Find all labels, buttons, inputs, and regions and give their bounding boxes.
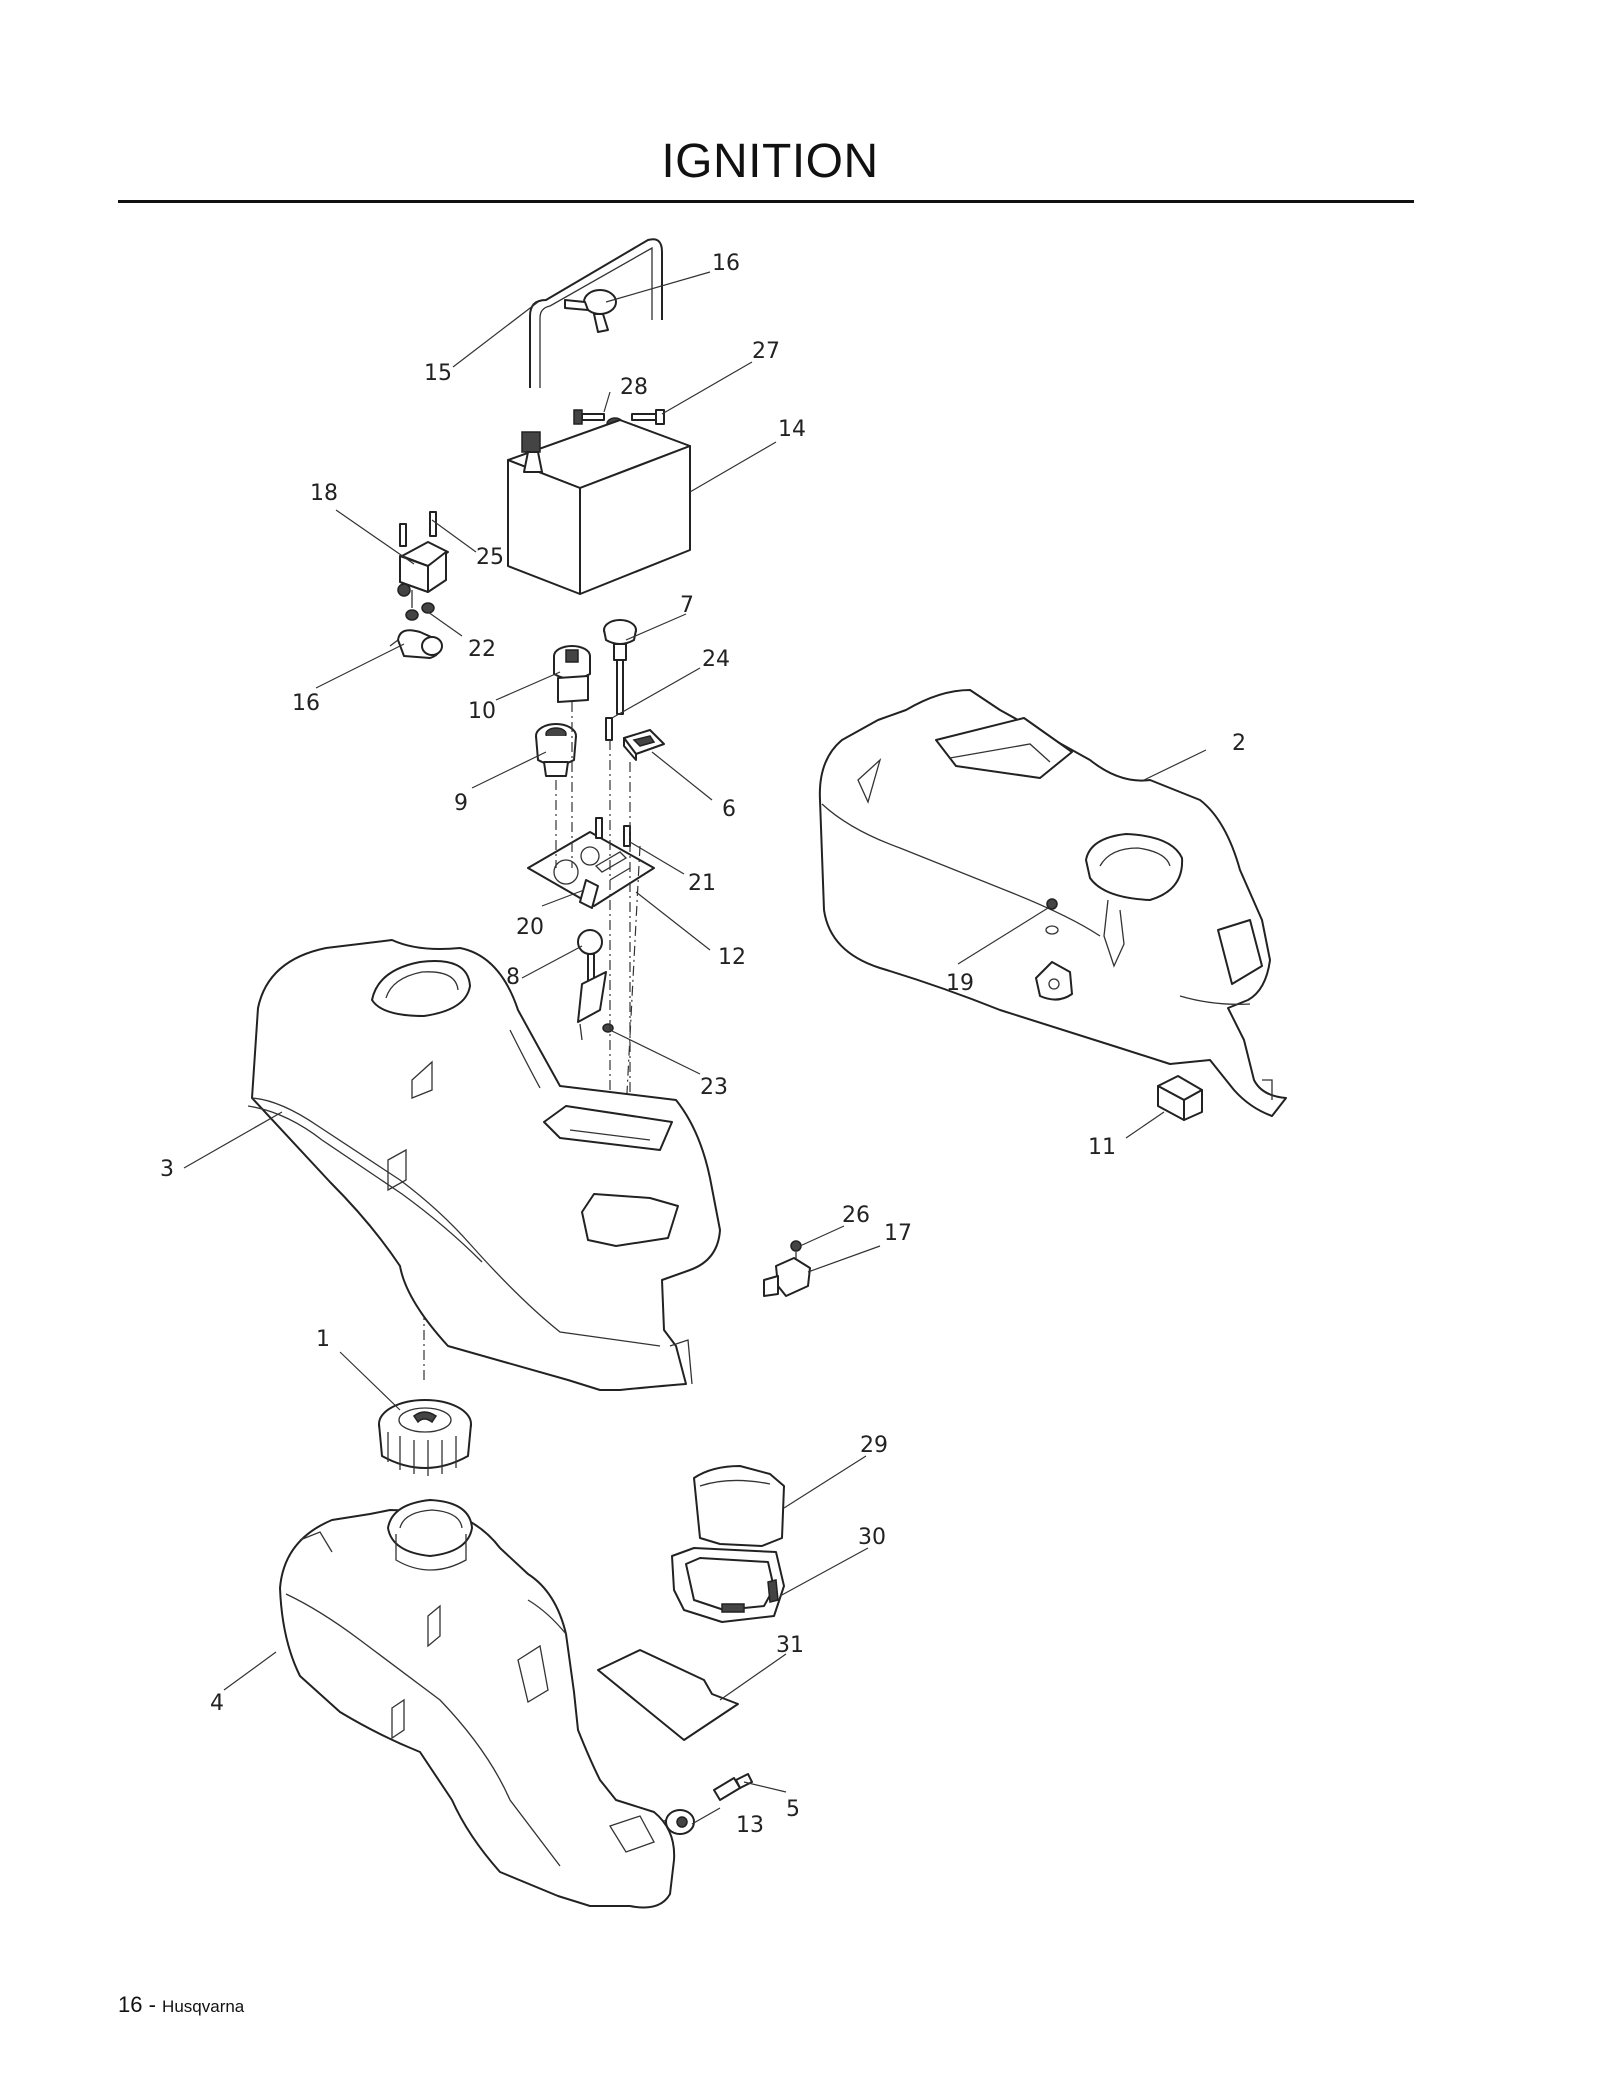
callout-11: 11 <box>1088 1135 1116 1160</box>
callout-labels: 15 16 27 28 14 18 25 22 16 10 7 24 9 6 2… <box>160 251 1246 1838</box>
callout-leader-lines <box>183 271 1207 1825</box>
callout-8: 8 <box>506 965 520 990</box>
fuel-fitting <box>713 1773 753 1801</box>
callout-29: 29 <box>860 1433 888 1458</box>
solenoid-nut <box>405 602 435 621</box>
starter-solenoid <box>397 541 449 608</box>
fuel-tank-decal <box>597 1649 739 1741</box>
page-footer: 16 - Husqvarna <box>118 1992 244 2018</box>
callout-5: 5 <box>786 1797 800 1822</box>
callout-3: 3 <box>160 1157 174 1182</box>
callout-13: 13 <box>736 1813 764 1838</box>
callout-28: 28 <box>620 375 648 400</box>
fuel-grommet <box>665 1809 695 1835</box>
footer-separator: - <box>142 1992 163 2017</box>
throttle-knob <box>603 619 637 715</box>
callout-20: 20 <box>516 915 544 940</box>
ignition-switch <box>553 645 591 703</box>
housing-bracket <box>1035 898 1073 1001</box>
callout-10: 10 <box>468 699 496 724</box>
relay <box>1157 1075 1203 1121</box>
callout-1: 1 <box>316 1327 330 1352</box>
callout-24: 24 <box>702 647 730 672</box>
callout-30: 30 <box>858 1525 886 1550</box>
callout-9: 9 <box>454 791 468 816</box>
fuel-gauge-gasket <box>671 1547 785 1623</box>
battery-cable-clip-lower <box>389 629 443 659</box>
seat-switch <box>763 1257 811 1297</box>
callout-21: 21 <box>688 871 716 896</box>
footer-page-number: 16 <box>118 1992 143 2017</box>
callout-4: 4 <box>210 1691 224 1716</box>
callout-27: 27 <box>752 339 780 364</box>
callout-19: 19 <box>946 971 974 996</box>
solenoid-screw <box>399 511 437 547</box>
callout-7: 7 <box>680 593 694 618</box>
control-lever <box>577 929 607 1041</box>
callout-18: 18 <box>310 481 338 506</box>
mounting-screw <box>605 717 613 741</box>
key-switch <box>535 723 577 777</box>
callout-12: 12 <box>718 945 746 970</box>
callout-25: 25 <box>476 545 504 570</box>
hour-meter <box>623 729 665 761</box>
callout-26: 26 <box>842 1203 870 1228</box>
callout-31: 31 <box>776 1633 804 1658</box>
callout-17: 17 <box>884 1221 912 1246</box>
callout-23: 23 <box>700 1075 728 1100</box>
footer-brand: Husqvarna <box>162 1997 245 2016</box>
fuel-cap <box>378 1399 472 1476</box>
callout-16-top: 16 <box>712 251 740 276</box>
fuel-gauge-cover <box>693 1465 785 1547</box>
ignition-mounting-plate <box>527 831 655 907</box>
callout-14: 14 <box>778 417 806 442</box>
callout-22: 22 <box>468 637 496 662</box>
battery <box>507 419 691 595</box>
fuel-tank <box>279 1499 676 1909</box>
callout-16-lower: 16 <box>292 691 320 716</box>
page-title: IGNITION <box>661 135 879 188</box>
title-divider <box>118 200 1414 203</box>
console-housing-left <box>247 939 721 1391</box>
callout-2: 2 <box>1232 731 1246 756</box>
callout-6: 6 <box>722 797 736 822</box>
battery-cable-clip-top <box>564 289 617 333</box>
battery-terminal-bolt <box>573 409 605 425</box>
callout-15: 15 <box>424 361 452 386</box>
plate-fastener <box>579 879 599 909</box>
